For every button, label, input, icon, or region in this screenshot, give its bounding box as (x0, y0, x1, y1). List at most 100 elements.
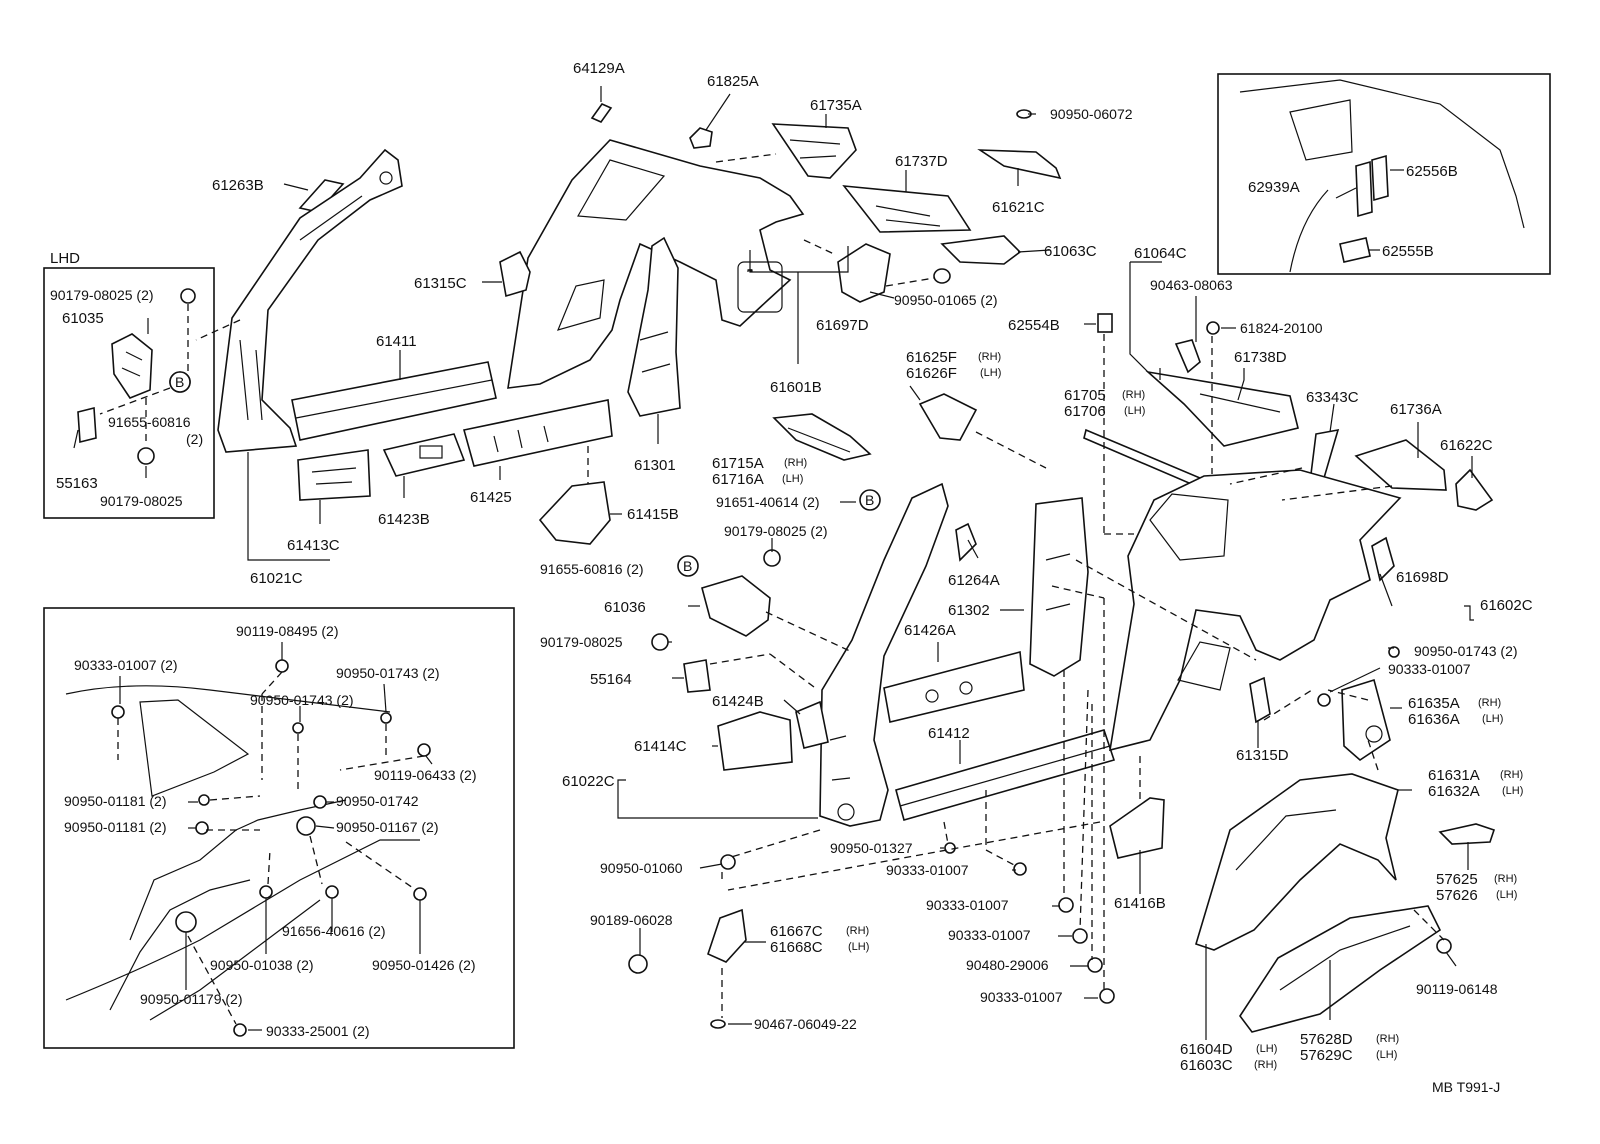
label-90333-25001: 90333-25001 (2) (266, 1023, 370, 1039)
reference-code: MB T991-J (1432, 1079, 1500, 1095)
label-61716a-lh: (LH) (782, 473, 803, 485)
label-90950-01426: 90950-01426 (2) (372, 957, 476, 973)
label-90333-01007-a: 90333-01007 (886, 862, 969, 878)
label-61415b: 61415B (627, 506, 679, 523)
label-90333-01007-c: 90333-01007 (948, 927, 1031, 943)
label-90333-01007-b: 90333-01007 (926, 897, 1009, 913)
label-61735a: 61735A (810, 97, 862, 114)
label-61412: 61412 (928, 725, 970, 742)
label-90950-01060: 90950-01060 (600, 860, 683, 876)
label-61601b: 61601B (770, 379, 822, 396)
label-61603c-rh: (RH) (1254, 1059, 1277, 1071)
label-61315d: 61315D (1236, 747, 1289, 764)
label-91655-60816-mid: 91655-60816 (2) (540, 561, 644, 577)
label-64129a: 64129A (573, 60, 625, 77)
label-61413c: 61413C (287, 537, 340, 554)
label-57628d-rh: (RH) (1376, 1033, 1399, 1045)
label-61626f-lh: (LH) (980, 367, 1001, 379)
label-90463-08063: 90463-08063 (1150, 277, 1233, 293)
b-markers: B B B (169, 371, 881, 577)
label-90179-08025-55164: 90179-08025 (540, 634, 623, 650)
part-labels: 64129A 61825A 61735A 61263B 61737D 90950… (50, 60, 1533, 1095)
label-63343c: 63343C (1306, 389, 1359, 406)
label-90950-01742: 90950-01742 (336, 793, 419, 809)
label-61632a-lh: (LH) (1502, 785, 1523, 797)
label-61625f: 61625F (906, 349, 957, 366)
label-57625-rh: (RH) (1494, 873, 1517, 885)
label-57629c: 57629C (1300, 1047, 1353, 1064)
label-90179-08025-mid: 90179-08025 (2) (724, 523, 828, 539)
b-marker-mid-left: B (683, 558, 692, 574)
label-61064c: 61064C (1134, 245, 1187, 262)
label-61667c-rh: (RH) (846, 925, 869, 937)
label-90950-01743-right: 90950-01743 (2) (1414, 643, 1518, 659)
label-55164: 55164 (590, 671, 632, 688)
label-62555b: 62555B (1382, 243, 1434, 260)
leader-lines-main (73, 169, 1474, 1040)
label-90119-06433: 90119-06433 (2) (374, 767, 476, 783)
label-61263b: 61263B (212, 177, 264, 194)
label-61302: 61302 (948, 602, 990, 619)
label-61736a: 61736A (1390, 401, 1442, 418)
label-61705-rh: (RH) (1122, 389, 1145, 401)
label-61737d: 61737D (895, 153, 948, 170)
label-61315c: 61315C (414, 275, 467, 292)
quarter-inset-frame (1217, 73, 1551, 275)
label-90950-01327: 90950-01327 (830, 840, 913, 856)
label-61035: 61035 (62, 310, 104, 327)
label-90950-01181-b: 90950-01181 (2) (64, 819, 166, 835)
label-61022c: 61022C (562, 773, 615, 790)
label-90950-01167: 90950-01167 (2) (336, 819, 438, 835)
label-61706: 61706 (1064, 403, 1106, 420)
label-61414c: 61414C (634, 738, 687, 755)
label-90950-01181-a: 90950-01181 (2) (64, 793, 166, 809)
label-90480-29006: 90480-29006 (966, 957, 1049, 973)
label-57628d: 57628D (1300, 1031, 1353, 1048)
assembly-dashes (99, 153, 1445, 1025)
label-62556b: 62556B (1406, 163, 1458, 180)
label-90950-01179: 90950-01179 (2) (140, 991, 242, 1007)
label-57625: 57625 (1436, 871, 1478, 888)
label-61036: 61036 (604, 599, 646, 616)
label-61604d: 61604D (1180, 1041, 1233, 1058)
label-91655-60816-lhd: 91655-60816 (108, 414, 191, 430)
label-90119-06148: 90119-06148 (1416, 981, 1498, 997)
label-61416b: 61416B (1114, 895, 1166, 912)
label-90179-08025-lhd-top: 90179-08025 (2) (50, 287, 154, 303)
label-61424b: 61424B (712, 693, 764, 710)
label-61411: 61411 (376, 333, 417, 350)
label-61667c: 61667C (770, 923, 823, 940)
label-90333-01007-inset: 90333-01007 (2) (74, 657, 178, 673)
label-61716a: 61716A (712, 471, 764, 488)
label-61715a: 61715A (712, 455, 764, 472)
label-62939a: 62939A (1248, 179, 1300, 196)
label-61632a: 61632A (1428, 783, 1480, 800)
label-61706-lh: (LH) (1124, 405, 1145, 417)
label-91651-40614: 91651-40614 (2) (716, 494, 820, 510)
label-90333-01007-right: 90333-01007 (1388, 661, 1471, 677)
label-61705: 61705 (1064, 387, 1106, 404)
part-shapes (65, 79, 1525, 1037)
label-61636a: 61636A (1408, 711, 1460, 728)
label-61603c: 61603C (1180, 1057, 1233, 1074)
label-90950-06072: 90950-06072 (1050, 106, 1133, 122)
label-57629c-lh: (LH) (1376, 1049, 1397, 1061)
label-61622c: 61622C (1440, 437, 1493, 454)
label-lhd: LHD (50, 250, 80, 267)
label-61604d-lh: (LH) (1256, 1043, 1277, 1055)
label-90467-06049-22: 90467-06049-22 (754, 1016, 857, 1032)
label-55163: 55163 (56, 475, 98, 492)
lhd-inset-frame (43, 267, 215, 519)
label-61264a: 61264A (948, 572, 1000, 589)
b-marker-lhd: B (175, 374, 184, 390)
label-61063c: 61063C (1044, 243, 1097, 260)
label-61625f-rh: (RH) (978, 351, 1001, 363)
label-91656-40616: 91656-40616 (2) (282, 923, 386, 939)
label-61631a: 61631A (1428, 767, 1480, 784)
label-62554b: 62554B (1008, 317, 1060, 334)
label-91655-60816-lhd-qty: (2) (186, 431, 203, 447)
label-90950-01065: 90950-01065 (2) (894, 292, 998, 308)
label-61635a: 61635A (1408, 695, 1460, 712)
label-61626f: 61626F (906, 365, 957, 382)
